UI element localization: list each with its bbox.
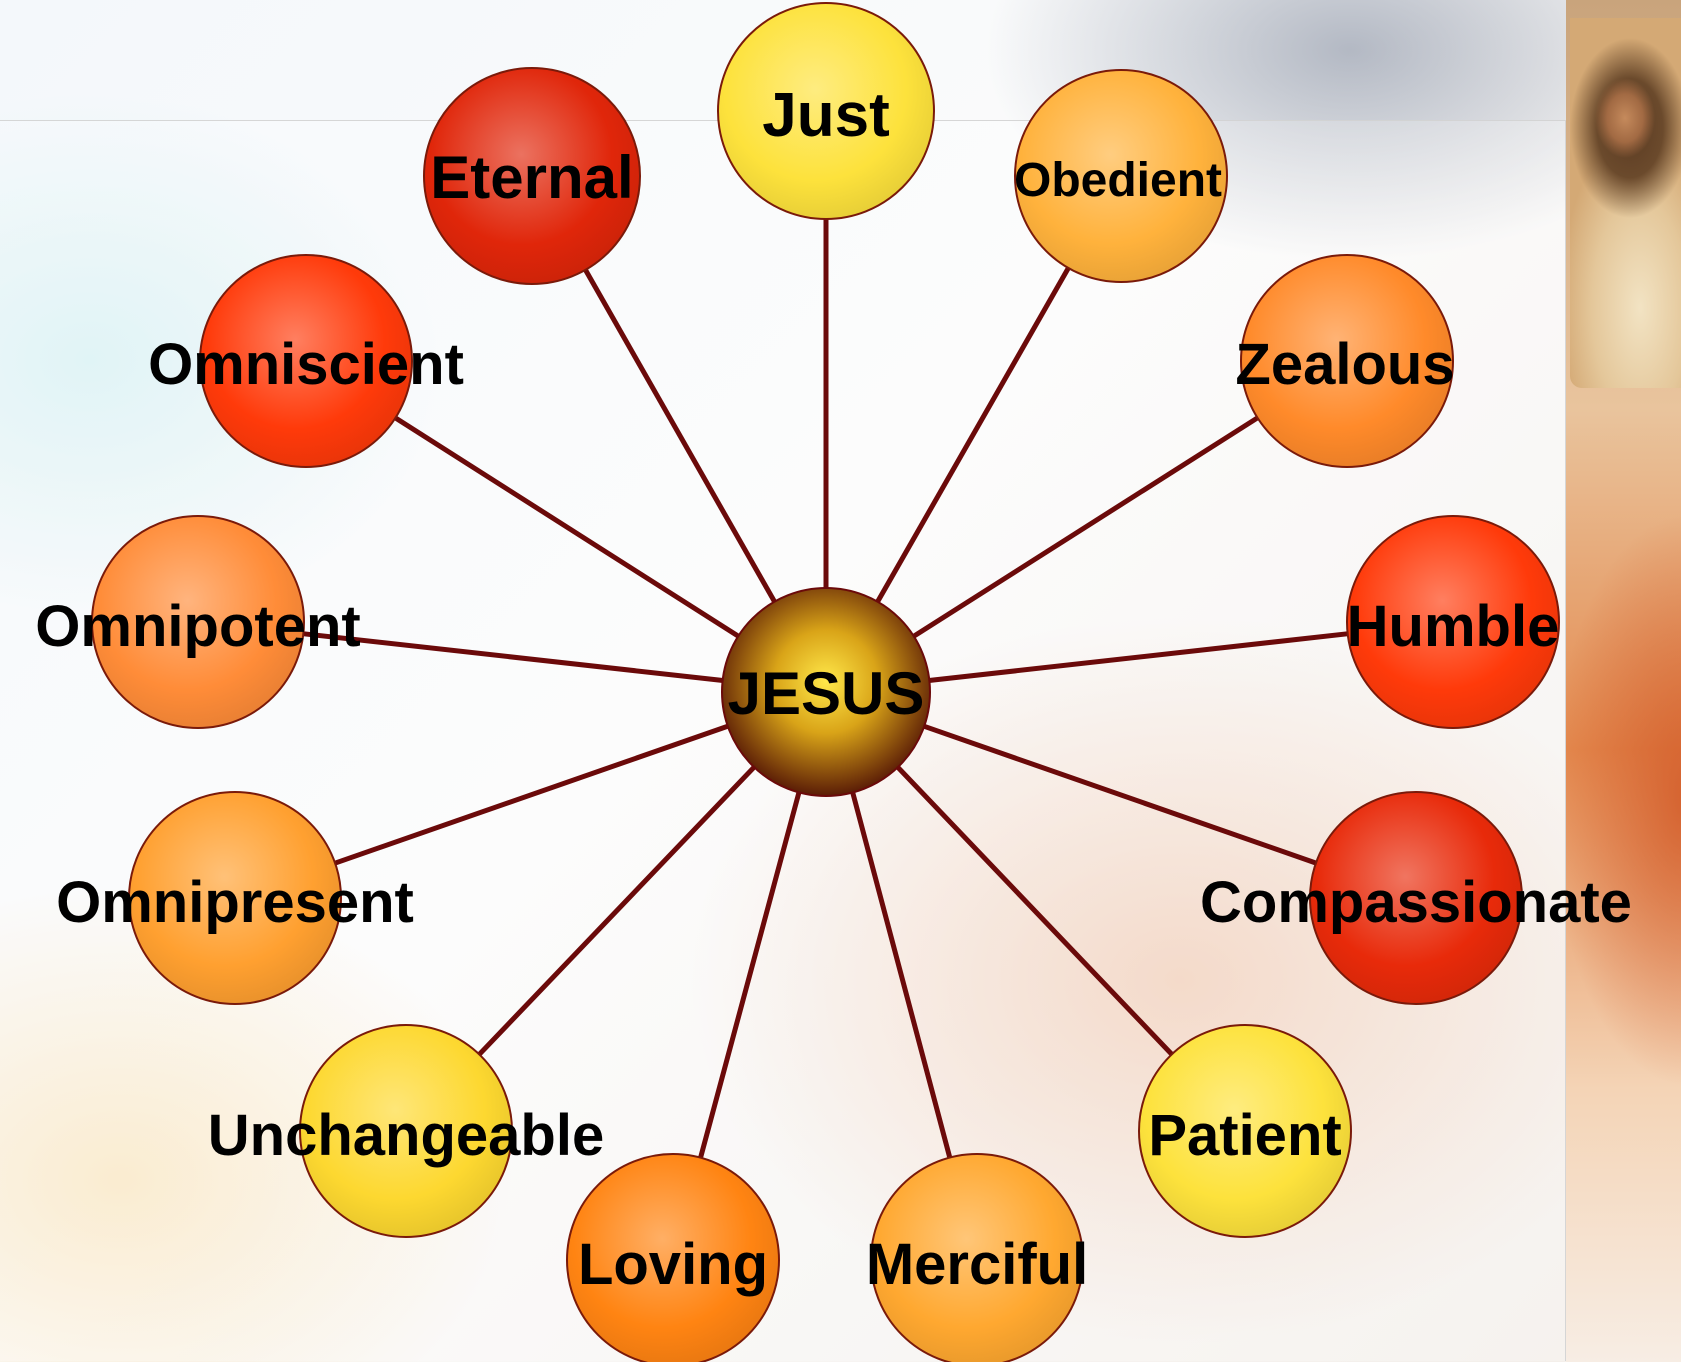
node-zealous: Zealous bbox=[1235, 254, 1455, 468]
node-circle bbox=[870, 1153, 1084, 1362]
node-circle bbox=[1138, 1024, 1352, 1238]
node-label: Compassionate bbox=[1200, 870, 1632, 935]
node-just: Just bbox=[717, 2, 935, 220]
node-omnipresent: Omnipresent bbox=[56, 791, 414, 1005]
node-label: Merciful bbox=[866, 1232, 1088, 1297]
node-label: Humble bbox=[1347, 594, 1560, 659]
node-circle bbox=[128, 791, 342, 1005]
node-obedient: Obedient bbox=[1014, 69, 1228, 283]
node-label: Just bbox=[762, 81, 889, 150]
portrait-image bbox=[1570, 18, 1681, 388]
center-label: JESUS bbox=[728, 660, 925, 727]
node-omnipotent: Omnipotent bbox=[35, 515, 361, 729]
node-merciful: Merciful bbox=[866, 1153, 1088, 1362]
node-circle bbox=[1014, 69, 1228, 283]
node-circle bbox=[717, 2, 935, 220]
spoke-line bbox=[917, 721, 1321, 867]
spoke-line bbox=[390, 413, 745, 642]
node-eternal: Eternal bbox=[423, 67, 641, 285]
node-circle bbox=[299, 1024, 513, 1238]
node-circle bbox=[566, 1153, 780, 1362]
node-label: Zealous bbox=[1235, 332, 1454, 397]
spoke-line bbox=[581, 265, 780, 609]
node-label: Omnipotent bbox=[35, 594, 360, 659]
attribute-nodes: JustObedientZealousHumbleCompassionatePa… bbox=[35, 2, 1632, 1362]
node-unchangeable: Unchangeable bbox=[208, 1024, 604, 1238]
spokes bbox=[299, 215, 1352, 1163]
node-circle bbox=[1240, 254, 1454, 468]
node-circle bbox=[1346, 515, 1560, 729]
spoke-line bbox=[891, 761, 1177, 1059]
node-compassionate: Compassionate bbox=[1200, 791, 1632, 1005]
spoke-line bbox=[848, 786, 954, 1163]
center-circle bbox=[721, 587, 931, 797]
node-patient: Patient bbox=[1138, 1024, 1352, 1238]
spoke-line bbox=[872, 263, 1073, 609]
spoke-line bbox=[923, 630, 1352, 684]
center-node: JESUS bbox=[721, 587, 931, 797]
node-humble: Humble bbox=[1346, 515, 1560, 729]
node-label: Omniscient bbox=[148, 332, 464, 397]
node-circle bbox=[91, 515, 305, 729]
spoke-line bbox=[697, 785, 803, 1163]
node-circle bbox=[199, 254, 413, 468]
node-label: Obedient bbox=[1014, 154, 1222, 207]
node-omniscient: Omniscient bbox=[148, 254, 464, 468]
node-circle bbox=[1309, 791, 1523, 1005]
node-loving: Loving bbox=[566, 1153, 780, 1362]
spoke-line bbox=[330, 721, 735, 867]
node-circle bbox=[423, 67, 641, 285]
node-label: Unchangeable bbox=[208, 1103, 604, 1168]
node-label: Eternal bbox=[430, 144, 633, 211]
node-label: Loving bbox=[578, 1232, 768, 1297]
node-label: Omnipresent bbox=[56, 870, 414, 935]
spoke-line bbox=[907, 413, 1263, 642]
spoke-line bbox=[299, 630, 729, 684]
spoke-line bbox=[474, 761, 761, 1060]
node-label: Patient bbox=[1148, 1103, 1341, 1168]
